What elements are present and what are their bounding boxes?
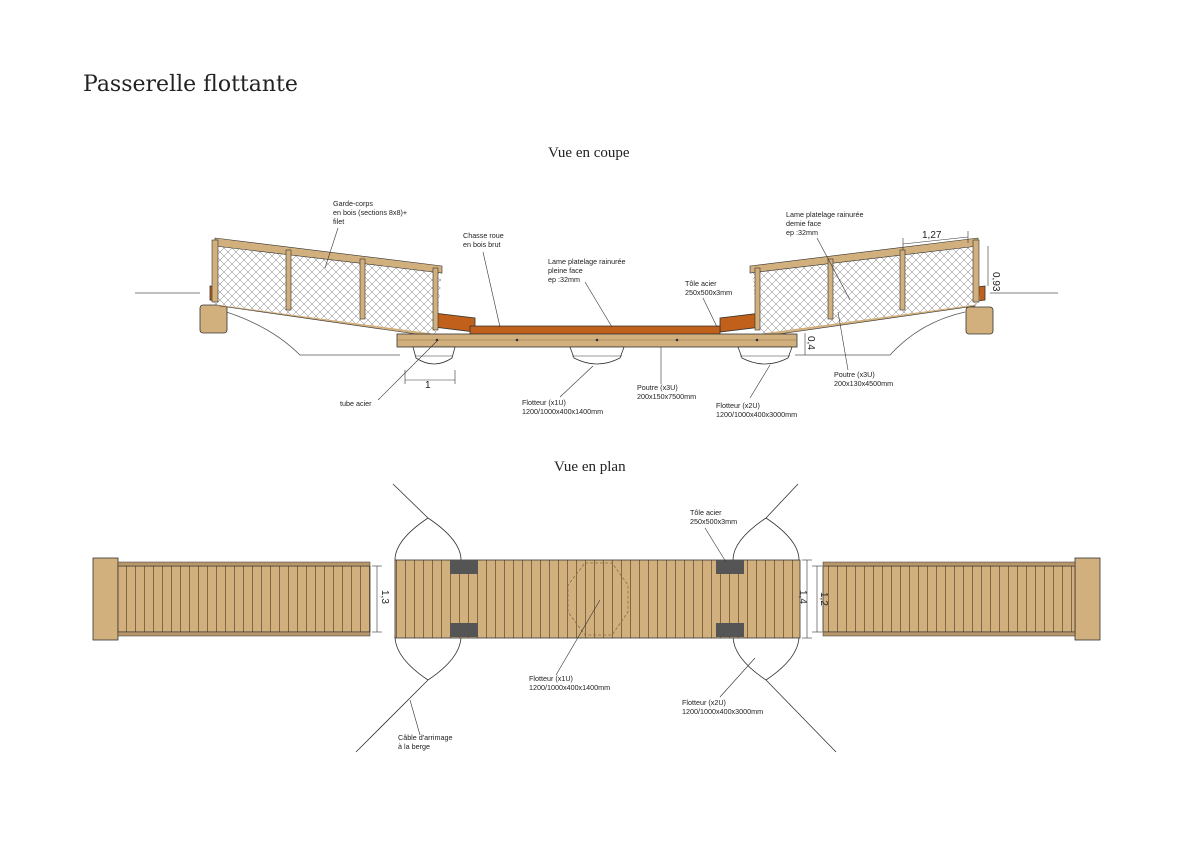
float-plan-right xyxy=(732,517,800,681)
label-lame-pleine: Lame platelage rainurée pleine face ep :… xyxy=(548,257,628,284)
left-ramp xyxy=(209,237,476,337)
dim-float-gap: 0,4 xyxy=(805,336,816,350)
plan-view: 1,3 1,4 1,2 Tôle acier 250x500x3mm Flott… xyxy=(92,483,1101,753)
leaders-plan xyxy=(409,527,756,736)
label-cable: Câble d'arrimage à la berge xyxy=(398,733,455,751)
section-view: 1 1,27 0,93 0,4 Garde-corps en bois (sec… xyxy=(135,199,1058,419)
page-title: Passerelle flottante xyxy=(83,72,298,97)
float-section-right xyxy=(737,346,793,365)
leaders-section xyxy=(324,227,851,401)
label-garde-corps: Garde-corps en bois (sections 8x8)+ file… xyxy=(333,199,409,226)
label-poutre-side: Poutre (x3U) 200x130x4500mm xyxy=(834,370,893,388)
abutment-right xyxy=(965,306,994,335)
float-section-center xyxy=(569,346,625,365)
steel-plate-right-top xyxy=(716,560,744,574)
dim-center-width: 1,4 xyxy=(797,590,808,604)
label-chasse-roue: Chasse roue en bois brut xyxy=(463,231,506,249)
dim-railing-height: 0,93 xyxy=(990,272,1001,292)
steel-plate-right-bottom xyxy=(716,623,744,637)
dimension-lines-section xyxy=(404,231,989,384)
label-lame-demie: Lame platelage rainurée demie face ep :3… xyxy=(786,210,866,237)
section-view-title: Vue en coupe xyxy=(548,145,630,161)
dimension-lines-plan xyxy=(372,559,822,639)
label-flotteur2-section: Flotteur (x2U) 1200/1000x400x3000mm xyxy=(716,401,797,419)
dim-railing-width: 1,27 xyxy=(922,230,942,241)
label-tube-acier: tube acier xyxy=(340,399,372,408)
steel-plate-left-top xyxy=(450,560,478,574)
right-ramp-plan xyxy=(822,557,1101,641)
bank-right xyxy=(795,292,1058,356)
dim-left-width: 1,3 xyxy=(379,590,390,604)
dim-tube-span: 1 xyxy=(425,380,431,391)
plan-view-title: Vue en plan xyxy=(554,459,626,475)
label-flotteur2-plan: Flotteur (x2U) 1200/1000x400x3000mm xyxy=(682,698,763,716)
center-deck-plan xyxy=(394,559,801,639)
label-tole-section: Tôle acier 250x500x3mm xyxy=(685,279,732,297)
float-section-left xyxy=(412,346,456,365)
label-poutre-center: Poutre (x3U) 200x150x7500mm xyxy=(637,383,696,401)
right-ramp xyxy=(719,237,986,337)
dim-right-width: 1,2 xyxy=(818,592,829,606)
left-ramp-plan xyxy=(92,557,371,641)
steel-plate-left-bottom xyxy=(450,623,478,637)
abutment-left xyxy=(199,304,228,334)
bank-left xyxy=(135,292,400,356)
mooring-cables xyxy=(355,483,837,753)
label-tole-plan: Tôle acier 250x500x3mm xyxy=(690,508,737,526)
label-flotteur1-plan: Flotteur (x1U) 1200/1000x400x1400mm xyxy=(529,674,610,692)
label-flotteur1-section: Flotteur (x1U) 1200/1000x400x1400mm xyxy=(522,398,603,416)
float-plan-left xyxy=(394,517,462,681)
